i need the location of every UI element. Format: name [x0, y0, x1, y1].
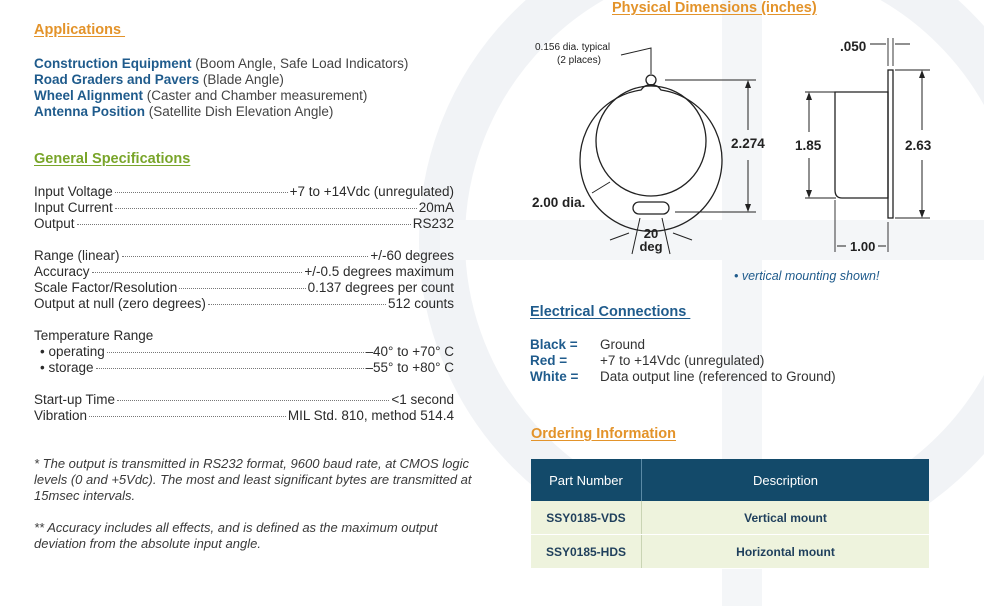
wire-row: White =Data output line (referenced to G…	[530, 369, 836, 384]
temperature-label: Temperature Range	[34, 328, 154, 343]
sensor-side-body	[834, 91, 889, 199]
sensor-side-flange	[887, 69, 894, 219]
ordering-heading: Ordering Information	[531, 426, 676, 442]
side-height-inner-label: 1.85	[795, 138, 822, 153]
application-item: Wheel Alignment (Caster and Chamber meas…	[34, 88, 368, 103]
front-height-label: 2.274	[731, 136, 765, 151]
hole-label-2: (2 places)	[557, 55, 601, 66]
spec-group-performance: Range (linear)+/-60 degrees Accuracy+/-0…	[34, 248, 454, 312]
application-item: Antenna Position (Satellite Dish Elevati…	[34, 104, 334, 119]
electrical-list: Black =Ground Red =+7 to +14Vdc (unregul…	[530, 337, 836, 385]
angle-unit: deg	[639, 239, 662, 254]
diameter-label: 2.00 dia.	[532, 195, 585, 210]
dimension-drawing: 0.156 dia. typical (2 places) 2.274 2.00…	[532, 38, 932, 255]
depth-label: 1.00	[850, 239, 875, 254]
mounting-hole-top	[645, 74, 657, 86]
spec-row: Output at null (zero degrees)512 counts	[34, 296, 454, 311]
specs-heading: General Specifications	[34, 151, 191, 167]
wire-row: Red =+7 to +14Vdc (unregulated)	[530, 353, 765, 368]
flange-thickness-label: .050	[840, 39, 866, 54]
applications-heading: Applications	[34, 22, 126, 38]
spec-group-power: Input Voltage+7 to +14Vdc (unregulated) …	[34, 184, 454, 232]
application-item: Road Graders and Pavers (Blade Angle)	[34, 72, 284, 87]
wire-row: Black =Ground	[530, 337, 646, 352]
spec-row: • storage–55° to +80° C	[40, 360, 454, 375]
description-cell: Vertical mount	[641, 501, 929, 535]
application-item: Construction Equipment (Boom Angle, Safe…	[34, 56, 409, 71]
column-header-part: Part Number	[531, 459, 642, 501]
spec-row: Input Voltage+7 to +14Vdc (unregulated)	[34, 184, 454, 199]
sensor-front-outline	[579, 84, 723, 232]
description-cell: Horizontal mount	[641, 534, 929, 569]
table-header-row: Part Number Description	[531, 459, 929, 501]
sensor-dial	[595, 85, 707, 197]
table-row: SSY0185-VDS Vertical mount	[531, 501, 929, 535]
angle-value: 20	[644, 226, 658, 241]
part-number-cell: SSY0185-VDS	[531, 501, 642, 535]
spec-row: Start-up Time<1 second	[34, 392, 454, 407]
spec-row: Range (linear)+/-60 degrees	[34, 248, 454, 263]
footnote-accuracy: ** Accuracy includes all effects, and is…	[34, 520, 438, 551]
table-row: SSY0185-HDS Horizontal mount	[531, 534, 929, 569]
spec-row: Accuracy+/-0.5 degrees maximum	[34, 264, 454, 279]
mounting-slot-bottom	[632, 201, 670, 215]
applications-list: Construction Equipment (Boom Angle, Safe…	[34, 56, 408, 120]
electrical-heading: Electrical Connections	[530, 304, 691, 320]
spec-row: • operating–40° to +70° C	[40, 344, 454, 359]
footnote-output: * The output is transmitted in RS232 for…	[34, 456, 472, 503]
hole-label-1: 0.156 dia. typical	[535, 42, 610, 53]
column-header-description: Description	[641, 459, 929, 501]
part-number-cell: SSY0185-HDS	[531, 534, 642, 569]
mounting-note: • vertical mounting shown!	[734, 269, 880, 283]
spec-group-temperature: Temperature Range • operating–40° to +70…	[34, 328, 454, 376]
ordering-table: Part Number Description SSY0185-VDS Vert…	[531, 459, 929, 569]
side-height-outer-label: 2.63	[905, 138, 932, 153]
dimensions-heading: Physical Dimensions (inches)	[612, 0, 817, 16]
